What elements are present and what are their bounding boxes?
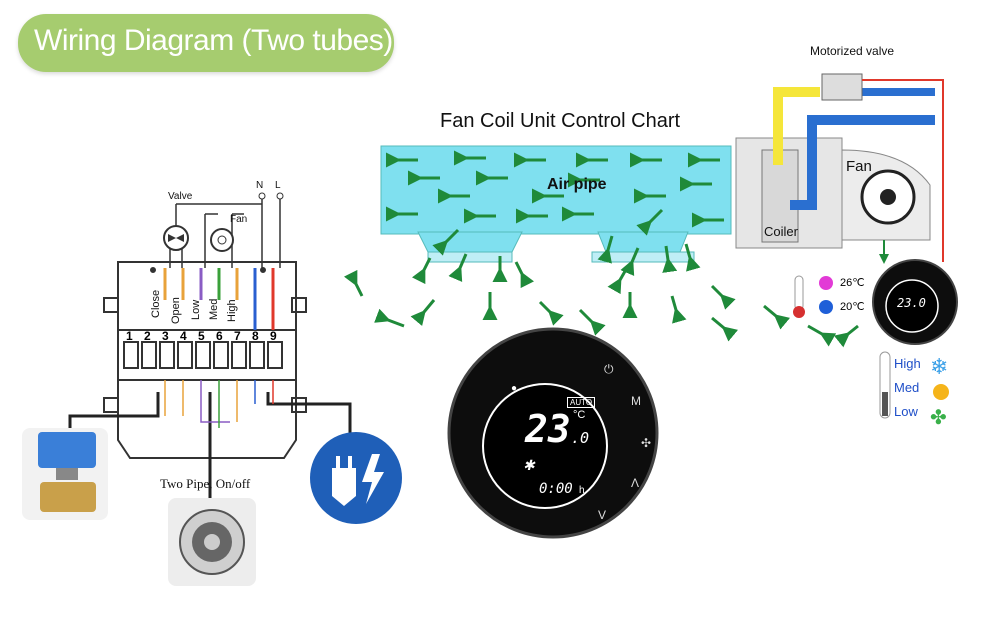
terminal-2: 2 [144, 329, 151, 343]
snowflake-icon: ❄ [930, 355, 948, 380]
speed-low-label: Low [894, 404, 918, 419]
timer-value: 0:00 [539, 481, 573, 497]
wire-label-close: Close [150, 289, 162, 318]
colored-wires [163, 268, 275, 330]
wire-label-high: High [226, 299, 238, 322]
motorized-valve-label: Motorized valve [810, 44, 895, 58]
coiler-label: Coiler [764, 224, 798, 239]
fan-label: Fan [846, 158, 872, 175]
wire-label-med: Med [208, 298, 220, 320]
valve-device-icon [22, 428, 108, 520]
neutral-label: N [256, 180, 264, 191]
fan-button[interactable]: ✣ [641, 436, 652, 450]
blower-device-icon [168, 498, 256, 586]
cold-temp-label: 20℃ [840, 301, 865, 313]
wire-label-low: Low [190, 299, 202, 320]
terminal-3: 3 [162, 329, 169, 343]
terminal-block [103, 261, 307, 459]
page-title: Wiring Diagram (Two tubes) : [34, 24, 409, 57]
hot-dot-icon [819, 276, 833, 290]
terminal-8: 8 [252, 329, 259, 343]
chart-title: Fan Coil Unit Control Chart [440, 110, 681, 132]
terminal-9: 9 [270, 329, 277, 343]
terminal-1: 1 [126, 329, 133, 343]
title-banner [18, 14, 394, 72]
info-icon: ● [511, 383, 518, 394]
valve-label: Valve [168, 191, 193, 202]
mode-button[interactable]: M [631, 394, 641, 408]
air-outlet-left [417, 231, 523, 253]
thermometer-icon [794, 275, 804, 311]
terminal-7: 7 [234, 329, 241, 343]
fan-leaf-icon: ✤ [930, 405, 947, 429]
main-thermostat-screen [482, 383, 608, 509]
red-signal-wire [862, 79, 944, 262]
live-label: L [275, 180, 281, 191]
timer-unit: h [579, 485, 585, 496]
cold-dot-icon [819, 300, 833, 314]
temp-unit: °C [573, 409, 586, 421]
hot-pipe [773, 87, 820, 165]
mode-badge: AUTO [567, 397, 596, 408]
snowflake-mode-icon: ✱ [523, 457, 535, 473]
thermostat-display: ● AUTO 23 °C .0 ✱ 0:00 h [491, 383, 601, 505]
up-button[interactable]: Λ [631, 476, 640, 490]
fan-symbol-icon [210, 228, 234, 252]
hot-temp-label: 26℃ [840, 277, 865, 289]
cold-pipe [790, 115, 935, 210]
terminal-4: 4 [180, 329, 187, 343]
air-pipe-label: Air pipe [547, 176, 607, 193]
small-thermostat-temp: 23.0 [897, 296, 926, 310]
speed-high-label: High [894, 356, 921, 371]
motorized-valve-icon [821, 73, 863, 101]
terminal-6: 6 [216, 329, 223, 343]
wire-label-open: Open [170, 297, 182, 324]
power-button[interactable]: ⏻ [604, 362, 614, 376]
terminal-5: 5 [198, 329, 205, 343]
speed-med-label: Med [894, 380, 920, 395]
airflow-arrows [343, 150, 859, 348]
wiring-caption: Two Pipe, On/off [160, 476, 251, 491]
sun-icon [933, 384, 949, 400]
down-button[interactable]: V [598, 508, 607, 522]
fan-wire-label: Fan [230, 214, 248, 225]
temp-value: 23 [525, 407, 571, 451]
air-pipe [380, 145, 732, 235]
power-plug-icon [310, 432, 402, 524]
temp-decimal: .0 [571, 429, 590, 447]
